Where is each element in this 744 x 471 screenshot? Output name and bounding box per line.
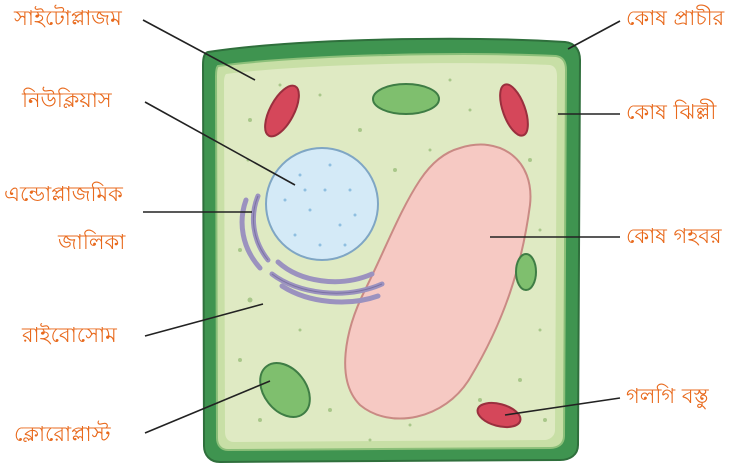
chloroplast <box>516 254 536 290</box>
label-cytoplasm: সাইটোপ্লাজম <box>14 8 122 29</box>
label-cell-membrane: কোষ ঝিল্লী <box>626 102 716 123</box>
label-cell-wall: কোষ প্রাচীর <box>626 8 724 29</box>
label-er-line1: এন্ডোপ্লাজমিক <box>4 184 123 205</box>
label-ribosome: রাইবোসোম <box>22 325 117 346</box>
chloroplast <box>373 84 439 114</box>
label-vacuole: কোষ গহবর <box>626 226 722 247</box>
label-chloroplast: ক্লোরোপ্লাস্ট <box>14 424 111 445</box>
leader-cell-wall <box>568 21 620 49</box>
nucleus <box>266 148 378 260</box>
label-nucleus: নিউক্লিয়াস <box>22 90 112 111</box>
label-golgi: গলগি বস্তু <box>626 386 709 407</box>
label-er-line2: জালিকা <box>58 232 125 253</box>
